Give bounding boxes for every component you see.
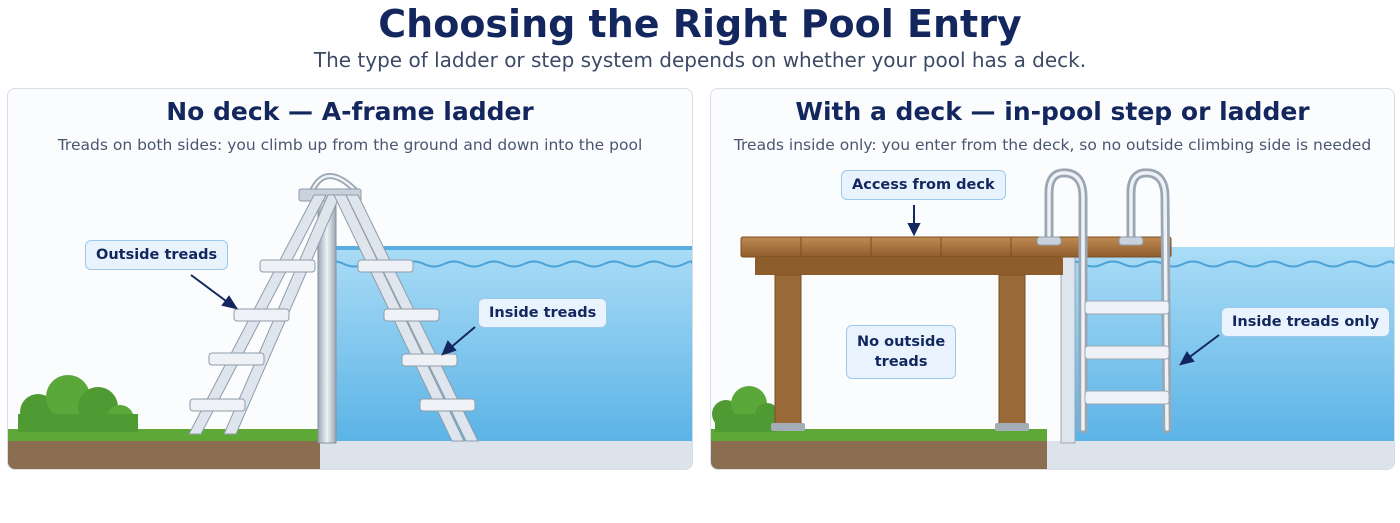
water-surface-wave bbox=[1062, 260, 1394, 268]
bush bbox=[18, 375, 138, 433]
outside-tread bbox=[208, 352, 265, 366]
panel-description: Treads on both sides: you climb up from … bbox=[57, 136, 643, 154]
pool-water bbox=[1063, 247, 1394, 442]
pool-wall-top bbox=[324, 246, 692, 250]
panel-description: Treads inside only: you enter from the d… bbox=[733, 136, 1372, 154]
deck-ladder-illustration bbox=[711, 168, 1394, 469]
inside-tread bbox=[357, 259, 414, 273]
inside-tread bbox=[1084, 300, 1170, 315]
callout-no-outside-treads: No outside treads bbox=[846, 325, 957, 379]
panel-no-deck: No deck — A-frame ladder Treads on both … bbox=[7, 88, 693, 470]
callout-inside-treads: Inside treads bbox=[478, 298, 608, 328]
grass-strip bbox=[711, 429, 1047, 441]
outside-tread bbox=[233, 308, 290, 322]
pool-wall bbox=[1060, 250, 1076, 444]
a-frame-ladder bbox=[188, 173, 479, 442]
inside-tread bbox=[1084, 345, 1170, 360]
callout-arrows bbox=[190, 274, 476, 356]
panel-heading: With a deck — in-pool step or ladder bbox=[795, 97, 1310, 126]
in-pool-ladder bbox=[1036, 168, 1172, 434]
callout-outside-treads: Outside treads bbox=[85, 240, 229, 270]
outside-tread bbox=[189, 398, 246, 412]
inside-tread bbox=[383, 308, 440, 322]
callout-line: treads bbox=[874, 354, 928, 370]
wooden-deck bbox=[740, 236, 1172, 431]
inside-tread bbox=[1084, 390, 1170, 405]
callout-inside-treads-only: Inside treads only bbox=[1221, 307, 1391, 337]
page-subtitle: The type of ladder or step system depend… bbox=[313, 48, 1087, 72]
panel-with-deck: With a deck — in-pool step or ladder Tre… bbox=[710, 88, 1395, 470]
callout-access-from-deck: Access from deck bbox=[841, 170, 1006, 200]
callout-arrows bbox=[907, 205, 1220, 366]
bush bbox=[712, 386, 779, 432]
a-frame-illustration bbox=[8, 173, 692, 469]
pool-floor bbox=[1047, 441, 1394, 469]
callout-line: No outside bbox=[857, 334, 946, 350]
inside-tread bbox=[401, 353, 458, 367]
inside-tread bbox=[419, 398, 476, 412]
page-title: Choosing the Right Pool Entry bbox=[378, 2, 1022, 46]
pool-floor bbox=[318, 441, 692, 469]
panel-heading: No deck — A-frame ladder bbox=[166, 97, 534, 126]
outside-tread bbox=[259, 259, 316, 273]
ground-soil bbox=[8, 439, 320, 469]
ground-soil bbox=[711, 439, 1047, 469]
